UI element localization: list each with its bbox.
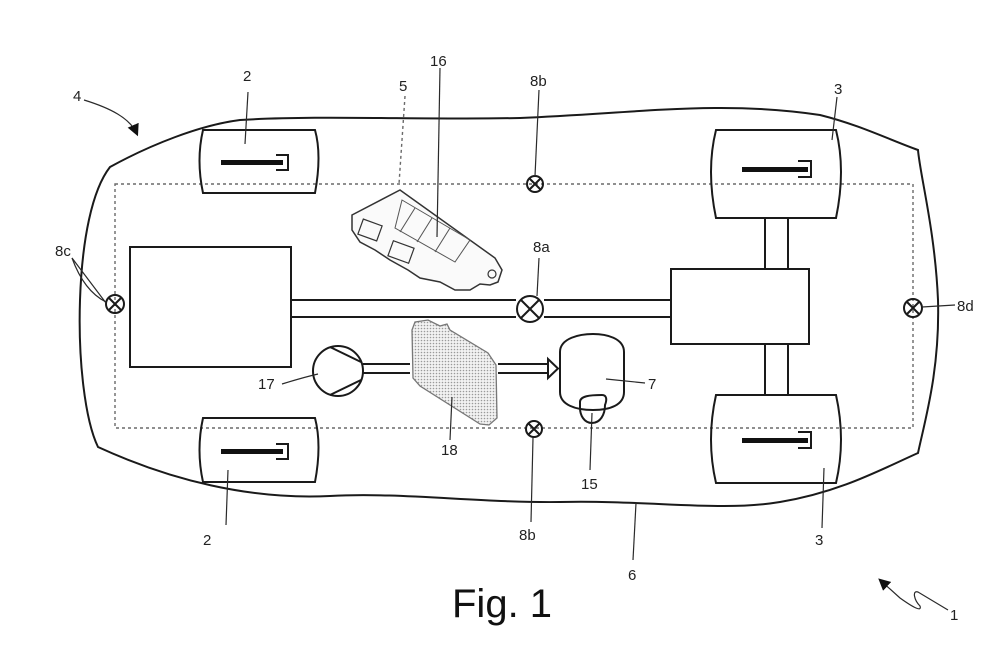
tank [559, 332, 625, 412]
front-wheel-bottom [198, 417, 320, 483]
arrow-1-icon [878, 578, 949, 611]
valve [579, 393, 608, 425]
label-sensor-center: 8a [533, 239, 550, 256]
control-unit [351, 189, 503, 291]
sensor-8c-icon [105, 294, 125, 314]
figure-caption: Fig. 1 [452, 582, 552, 626]
sensor-8d-icon [903, 298, 923, 318]
drive-unit-block [129, 246, 292, 368]
front-wheel-top [198, 129, 320, 194]
label-vehicle: 4 [73, 88, 81, 105]
label-sensor-top: 8b [530, 73, 547, 90]
sensor-8a-icon [516, 295, 544, 323]
arrow-4-icon [83, 99, 139, 137]
label-control-unit: 16 [430, 53, 447, 70]
pump-icon [312, 345, 364, 397]
label-pump: 17 [258, 376, 275, 393]
drive-shaft [291, 299, 671, 318]
zone-boundary [114, 183, 914, 429]
coolant-line [363, 356, 560, 381]
label-vehicle-system: 1 [950, 607, 958, 624]
label-body: 6 [628, 567, 636, 584]
label-heat-exchanger: 18 [441, 442, 458, 459]
label-sensor-left: 8c [55, 243, 71, 260]
vehicle-body-outline [78, 107, 940, 507]
label-rear-wheel-bottom: 3 [815, 532, 823, 549]
differential-block [670, 268, 810, 345]
label-tank: 7 [648, 376, 656, 393]
label-sensor-bottom: 8b [519, 527, 536, 544]
label-front-wheel-bottom: 2 [203, 532, 211, 549]
rear-wheel-bottom [710, 394, 842, 484]
label-sensor-right: 8d [957, 298, 974, 315]
rear-axle [764, 218, 789, 395]
label-valve: 15 [581, 476, 598, 493]
sensor-8b-bottom-icon [525, 420, 543, 438]
label-rear-wheel-top: 3 [834, 81, 842, 98]
label-front-wheel-top: 2 [243, 68, 251, 85]
label-zone: 5 [399, 78, 407, 95]
heat-exchanger [411, 319, 498, 426]
rear-wheel-top [710, 129, 842, 219]
leader-lines [71, 67, 956, 561]
